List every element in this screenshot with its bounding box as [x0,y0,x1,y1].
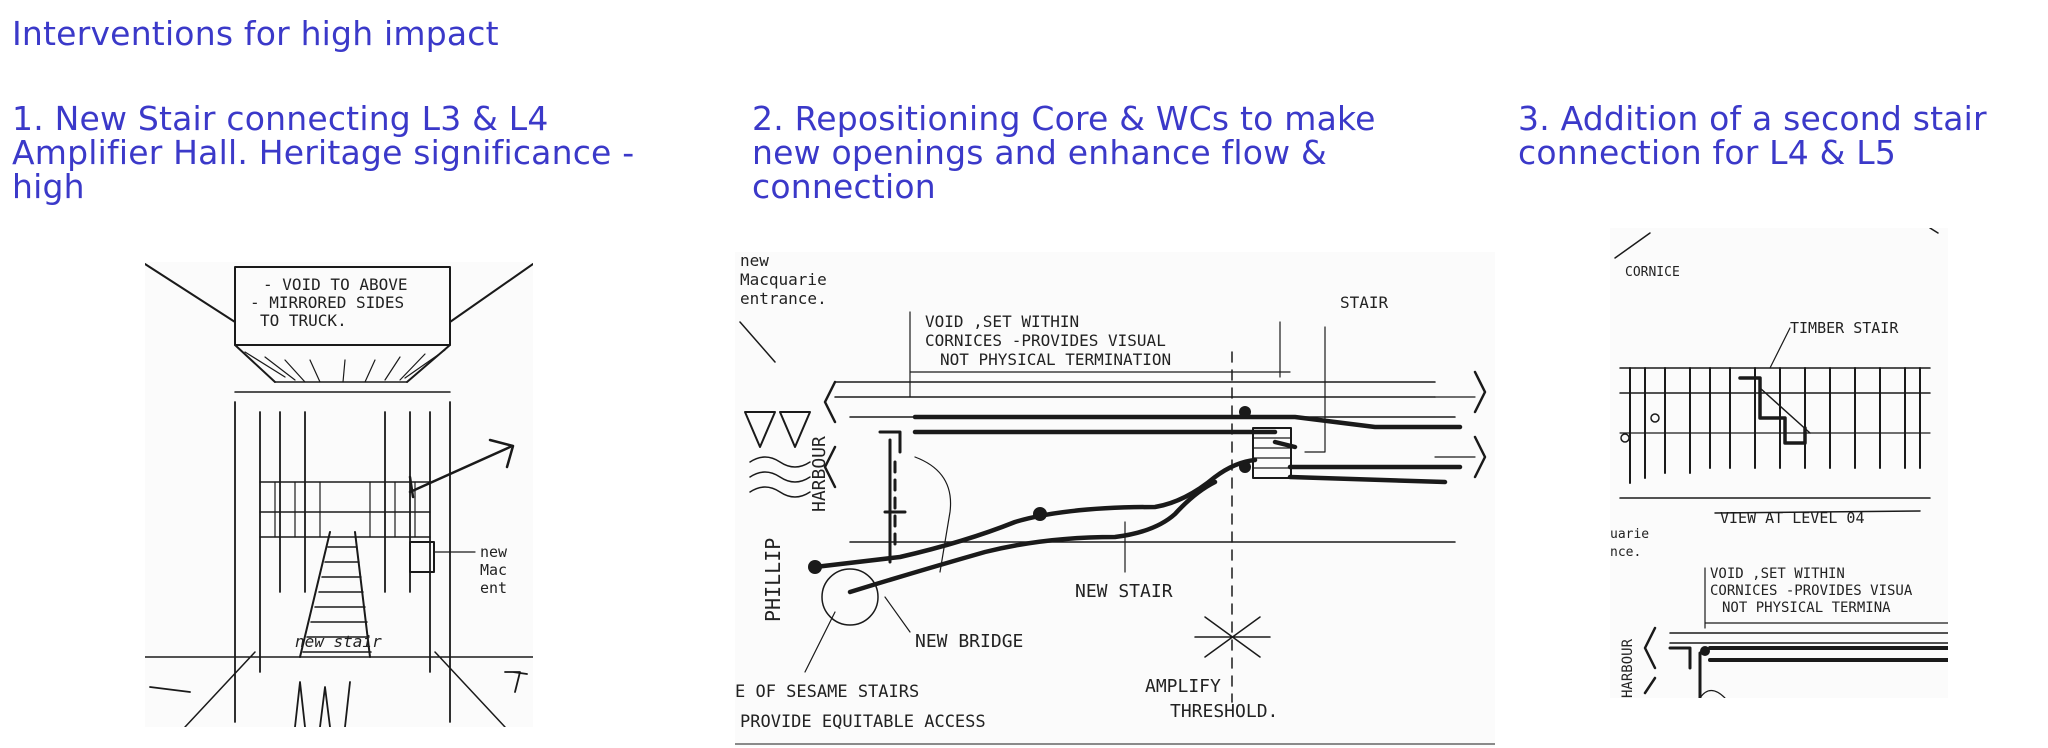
sketch3-note-2: TIMBER STAIR [1790,319,1899,337]
sketch3-note-1: CORNICE [1625,265,1680,280]
sketch3-note-4: uarie [1610,527,1649,542]
sketch2-note-2: Macquarie [740,270,827,289]
intervention-3-heading: 3. Addition of a second stair connection… [1518,99,1987,172]
sketch2-note-9: PHILLIP [761,538,785,622]
sketch2-note-7: STAIR [1340,293,1389,312]
sketch2-note-8: HARBOUR [809,436,830,512]
sketch2-note-10: NEW STAIR [1075,581,1173,602]
sketch1-note-3: TO TRUCK. [260,311,347,330]
sketch-core-repositioning: new Macquarie entrance. VOID ,SET WITHIN… [735,252,1495,747]
sketch3-note-3: VIEW AT LEVEL 04 [1720,509,1865,527]
sketch2-note-3: entrance. [740,289,827,308]
sketch-second-stair-l4-l5: CORNICE TIMBER STAIR VIEW AT LEVEL 04 ua… [1610,228,1948,698]
sketch1-note-2: - MIRRORED SIDES [250,293,404,312]
sketch1-note-6: Mac [480,561,507,579]
intervention-1-heading: 1. New Stair connecting L3 & L4 Amplifie… [12,99,635,206]
sketch2-note-5: CORNICES -PROVIDES VISUAL [925,331,1166,350]
intervention-2-heading: 2. Repositioning Core & WCs to make new … [752,99,1376,206]
sketch1-note-7: ent [480,579,507,597]
sketch3-note-8: NOT PHYSICAL TERMINA [1722,600,1891,616]
sketch2-note-14: AMPLIFY [1145,676,1221,697]
sketch-new-stair-l3-l4: - VOID TO ABOVE - MIRRORED SIDES TO TRUC… [145,262,533,727]
sketch2-note-13: PROVIDE EQUITABLE ACCESS [740,712,986,732]
sketch1-note-1: - VOID TO ABOVE [263,275,408,294]
sketch2-note-1: new [740,252,769,270]
sketch2-note-11: NEW BRIDGE [915,631,1023,652]
sketch2-note-12: E OF SESAME STAIRS [735,682,919,702]
sketch2-note-6: NOT PHYSICAL TERMINATION [940,350,1171,369]
sketch3-note-7: CORNICES -PROVIDES VISUA [1710,583,1913,599]
sketch3-note-9: HARBOUR [1620,638,1636,698]
sketch3-note-6: VOID ,SET WITHIN [1710,566,1845,582]
page-title: Interventions for high impact [12,14,499,53]
sketch2-note-4: VOID ,SET WITHIN [925,312,1079,331]
sketch2-note-15: THRESHOLD. [1170,701,1278,722]
sketch3-note-5: nce. [1610,545,1641,560]
sketch1-note-4: new stair [295,632,382,651]
sketch1-note-5: new [480,543,508,561]
